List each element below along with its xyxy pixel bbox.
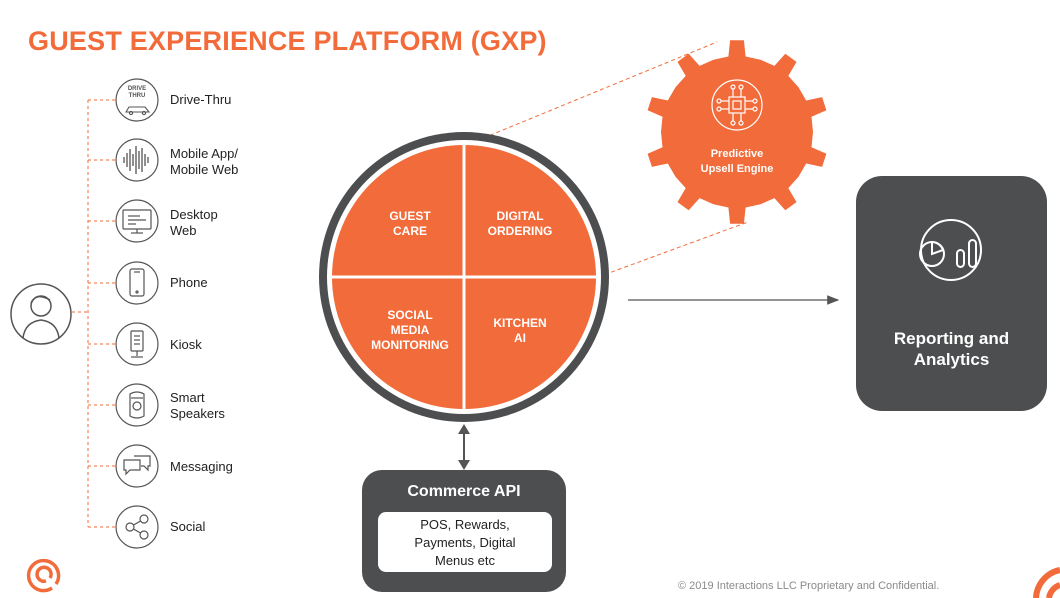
channel-label-mobile[interactable]: Mobile App/ Mobile Web xyxy=(170,146,239,177)
api-connector-arrow xyxy=(458,424,470,470)
channel-label-messaging[interactable]: Messaging xyxy=(170,459,233,474)
channel-label-kiosk[interactable]: Kiosk xyxy=(170,337,202,352)
quadrant-guest-care[interactable]: GUEST CARE xyxy=(389,209,431,238)
channel-label-drive-thru[interactable]: Drive-Thru xyxy=(170,92,232,107)
drive-thru-badge-text: DRIVE THRU xyxy=(127,86,147,99)
zoom-dashed-lines xyxy=(463,41,749,278)
quadrant-kitchen-ai[interactable]: KITCHEN AI xyxy=(493,316,547,345)
reporting-analytics-label: Reporting and Analytics xyxy=(893,329,1010,369)
channel-icon-circles xyxy=(115,78,159,549)
predictive-upsell-engine-label[interactable]: Predictive Upsell Engine xyxy=(700,148,774,175)
channel-connector-lines xyxy=(72,99,115,528)
kiosk-icon xyxy=(130,330,144,358)
decorative-arcs xyxy=(1033,567,1060,598)
sound-wave-icon xyxy=(123,146,149,174)
channel-label-desktop-web[interactable]: Desktop Web xyxy=(170,207,218,238)
analytics-icon xyxy=(919,219,982,281)
quadrant-digital-ordering[interactable]: DIGITAL ORDERING xyxy=(487,209,553,238)
user-avatar-icon xyxy=(10,283,72,345)
commerce-api-title: Commerce API xyxy=(407,483,521,500)
gear-shape xyxy=(647,40,827,224)
share-icon xyxy=(125,514,149,540)
commerce-api-details-box xyxy=(378,512,552,572)
page-title: GUEST EXPERIENCE PLATFORM (GXP) xyxy=(28,26,547,56)
company-logo xyxy=(26,558,61,593)
quadrant-social-media-monitoring[interactable]: SOCIAL MEDIA MONITORING xyxy=(371,308,449,352)
reporting-analytics-card[interactable] xyxy=(856,176,1047,411)
phone-icon xyxy=(129,268,145,297)
channel-label-social[interactable]: Social xyxy=(170,519,206,534)
channel-label-smart-speakers[interactable]: Smart Speakers xyxy=(170,390,225,421)
copyright-notice: © 2019 Interactions LLC Proprietary and … xyxy=(678,580,940,592)
desktop-icon xyxy=(122,209,152,234)
platform-circle xyxy=(319,132,609,422)
smart-speaker-icon xyxy=(129,391,145,419)
chip-icon xyxy=(711,79,763,131)
commerce-api-details: POS, Rewards, Payments, Digital Menus et… xyxy=(414,517,516,568)
channel-label-phone[interactable]: Phone xyxy=(170,275,208,290)
chat-bubbles-icon xyxy=(123,455,151,476)
drive-thru-icon xyxy=(125,106,151,116)
